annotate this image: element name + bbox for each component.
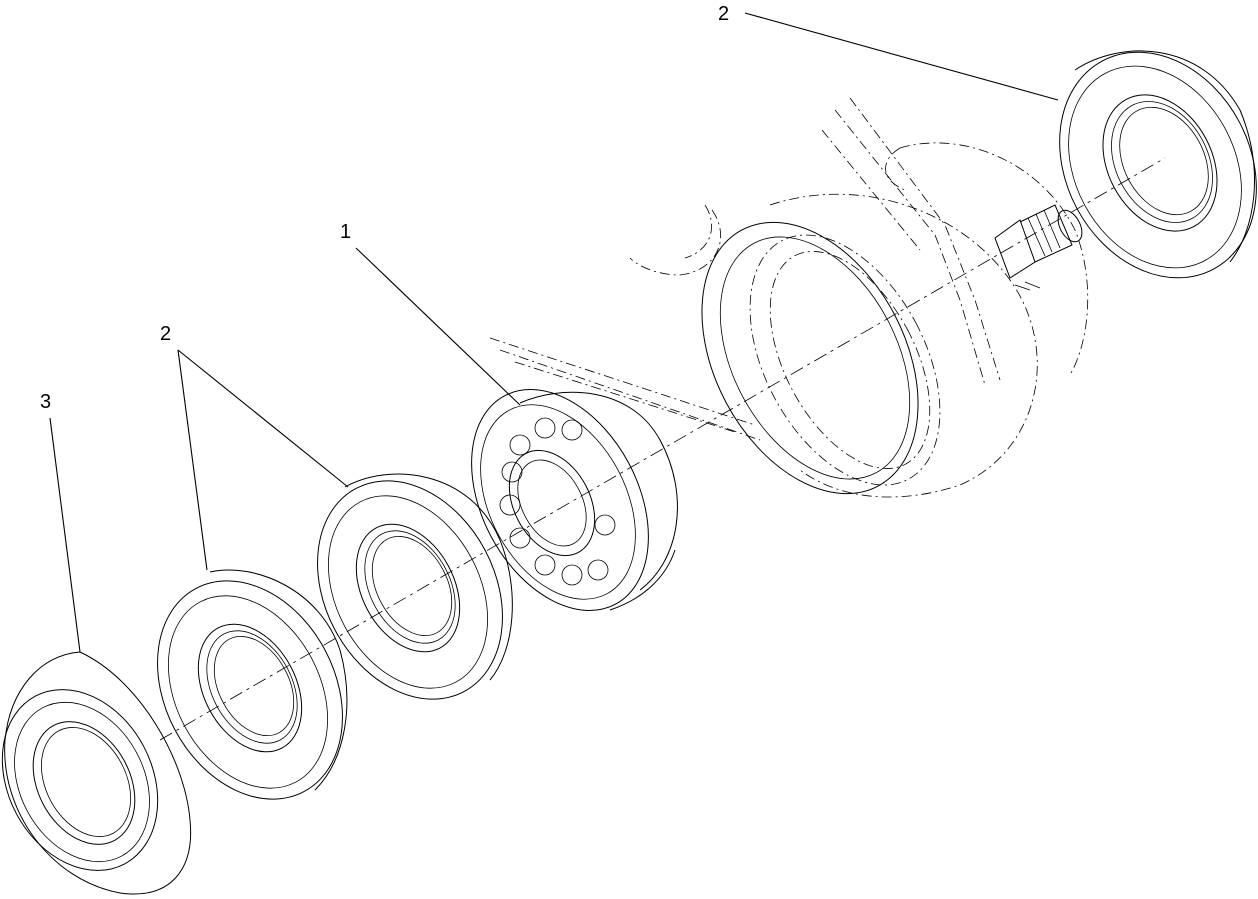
callout-seals-left: 2 bbox=[160, 323, 171, 345]
callout-bearing: 1 bbox=[340, 221, 351, 243]
leader-bearing bbox=[355, 247, 521, 406]
seal-lower bbox=[157, 569, 348, 800]
leader-seal-middle bbox=[177, 349, 349, 488]
center-axis bbox=[159, 157, 1166, 741]
housing-bore-ring bbox=[701, 221, 919, 495]
leader-seal-outer bbox=[49, 417, 81, 653]
seal-outer bbox=[1, 651, 192, 895]
leader-seal-top-right bbox=[744, 12, 1059, 101]
callout-seal-outer: 3 bbox=[40, 391, 51, 413]
grease-fitting bbox=[994, 204, 1083, 291]
seal-middle bbox=[317, 473, 513, 700]
ball-bearing bbox=[471, 389, 678, 611]
phantom-housing bbox=[489, 97, 1089, 498]
callout-seal-top-right: 2 bbox=[718, 3, 729, 25]
callout-labels: 2 1 2 3 bbox=[40, 3, 729, 413]
bearing-balls bbox=[499, 417, 616, 586]
seal-top-right bbox=[1059, 50, 1257, 279]
leader-lines bbox=[49, 12, 1059, 653]
leader-seal-lower bbox=[177, 349, 208, 571]
